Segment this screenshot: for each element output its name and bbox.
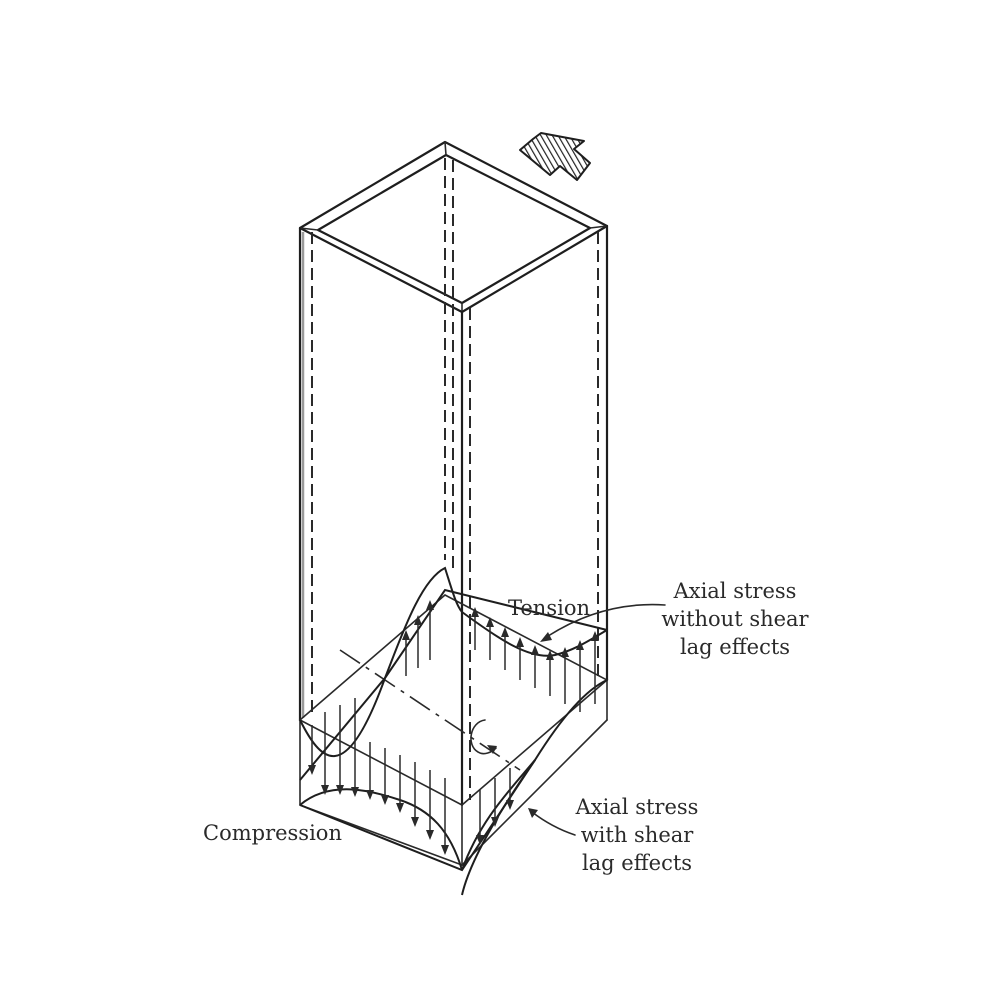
svg-text:with shear: with shear	[581, 823, 695, 847]
wind-load-arrow-icon	[519, 132, 591, 181]
tension-label: Tension	[508, 596, 590, 620]
compression-label: Compression	[203, 821, 342, 845]
svg-text:Axial stress: Axial stress	[575, 795, 699, 819]
with-shear-lag-label: Axial stress with shear lag effects	[575, 795, 699, 875]
svg-text:Axial stress: Axial stress	[673, 579, 797, 603]
tension-arrows	[402, 600, 599, 712]
neutral-axis	[339, 649, 521, 771]
tube-edges	[298, 158, 609, 807]
without-shear-lag-label: Axial stress without shear lag effects	[661, 579, 809, 659]
overturning-moment-icon	[470, 719, 497, 755]
svg-text:lag effects: lag effects	[680, 635, 790, 659]
svg-text:without shear: without shear	[661, 607, 809, 631]
stress-distribution-without-shear-lag	[299, 588, 608, 872]
svg-text:lag effects: lag effects	[582, 851, 692, 875]
leader-lines	[528, 603, 666, 836]
compression-arrows	[308, 698, 514, 855]
